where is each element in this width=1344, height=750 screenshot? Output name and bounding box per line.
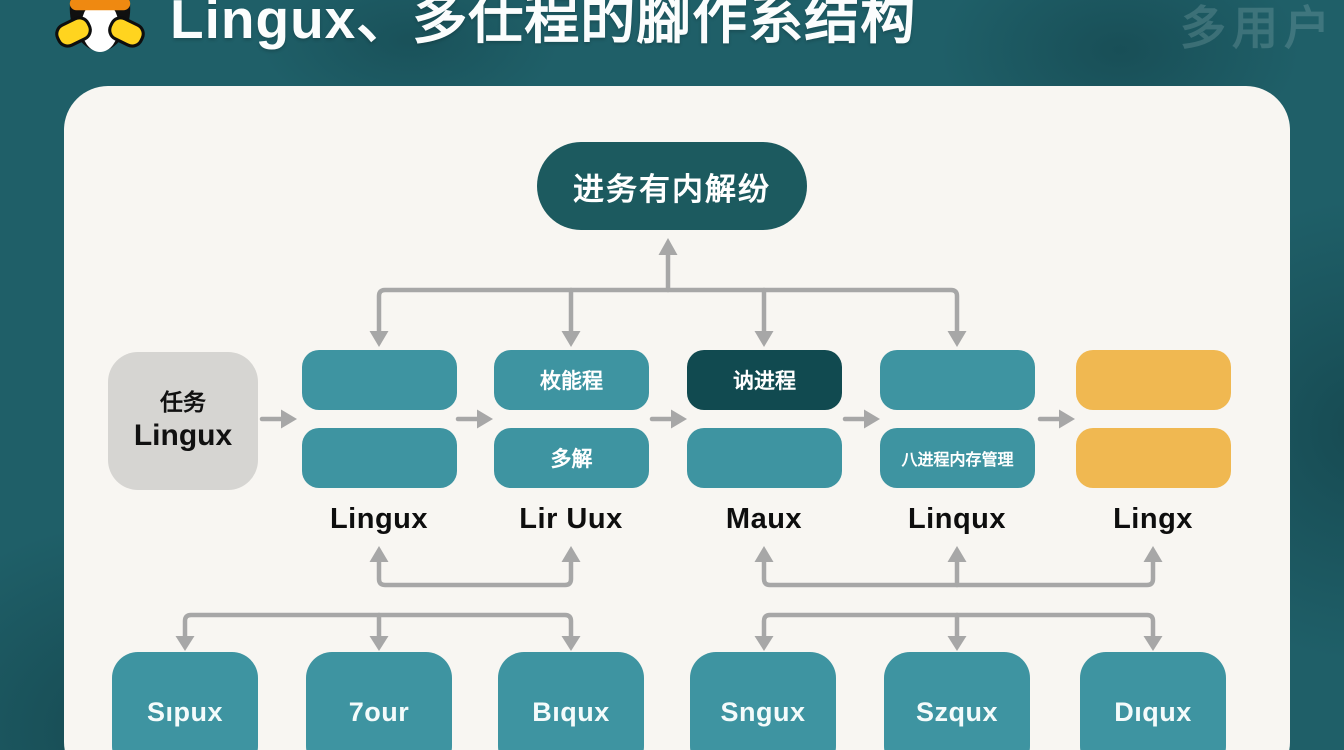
column-label: Maux xyxy=(725,503,803,535)
column-3-bottom-box xyxy=(687,428,842,488)
bottom-box: 7our xyxy=(306,652,452,750)
tux-penguin-icon xyxy=(48,0,152,60)
bottom-box: Sıpux xyxy=(112,652,258,750)
bottom-box: Sngux xyxy=(690,652,836,750)
column-3-top-box: 讷进程 xyxy=(687,350,842,410)
root-process-box: 进务有内解纷 xyxy=(537,142,807,230)
watermark-text: 多用户 xyxy=(1180,2,1336,54)
column-5-top-box xyxy=(1076,350,1231,410)
column-label: Linqux xyxy=(907,503,1007,535)
task-box-label-zh: 任务 xyxy=(160,388,206,415)
column-4-bottom-box: 八进程内存管理 xyxy=(880,428,1035,488)
column-4-top-box xyxy=(880,350,1035,410)
bottom-box: Dıqux xyxy=(1080,652,1226,750)
column-label: Lingx xyxy=(1113,503,1193,535)
task-box-label-en: Lingux xyxy=(133,418,233,452)
column-2-bottom-box: 多解 xyxy=(494,428,649,488)
column-1-top-box xyxy=(302,350,457,410)
bottom-box: Bıqux xyxy=(498,652,644,750)
task-box: 任务 Lingux xyxy=(108,352,258,490)
column-1-bottom-box xyxy=(302,428,457,488)
column-2-top-box: 枚能程 xyxy=(494,350,649,410)
column-label: Lingux xyxy=(329,503,429,535)
page-title: Lingux、多仕程的腳作系结构 xyxy=(170,0,917,50)
column-5-bottom-box xyxy=(1076,428,1231,488)
column-label: Lir Uux xyxy=(519,503,623,535)
bottom-box: Szqux xyxy=(884,652,1030,750)
